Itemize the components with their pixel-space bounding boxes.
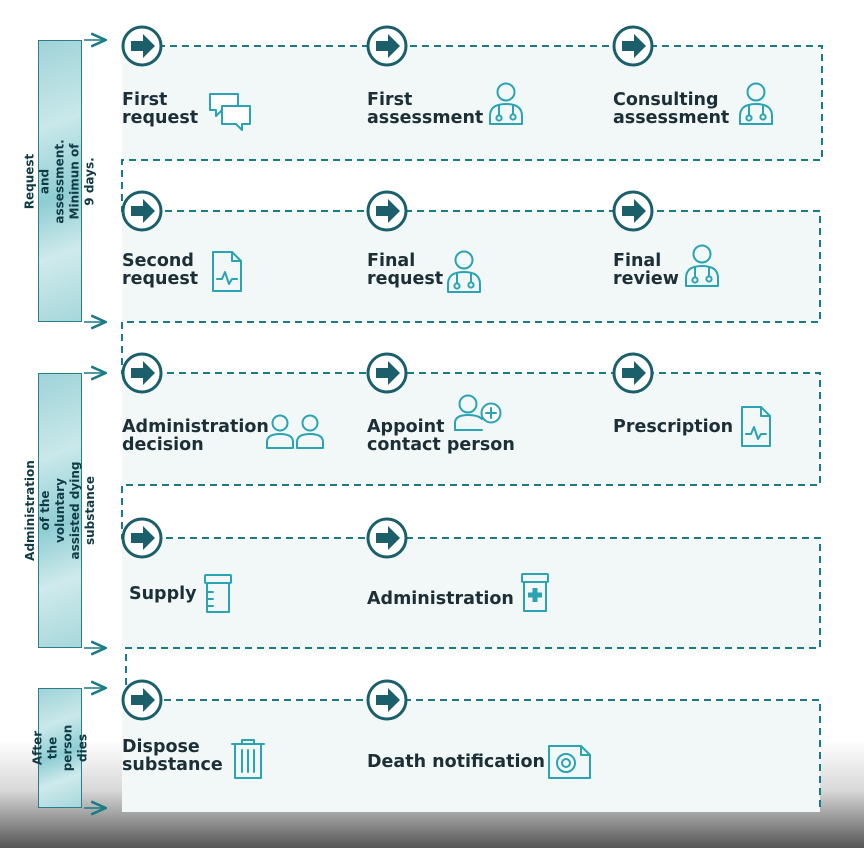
arrow-circle-icon <box>366 679 408 721</box>
arrow-circle-icon <box>366 190 408 232</box>
step-label: Death notification <box>367 752 545 772</box>
step-label: Administration <box>122 417 269 437</box>
step-label: assessment <box>613 108 730 128</box>
certificate-icon <box>548 745 591 779</box>
step-label: contact person <box>367 435 515 455</box>
arrow-circle-icon <box>366 25 408 67</box>
step-label: Final <box>367 251 416 271</box>
step-label: request <box>122 269 199 289</box>
step-label: Prescription <box>613 417 734 437</box>
step-prescription: Prescription <box>613 418 733 436</box>
step-label: review <box>613 269 679 289</box>
dashed-flow-line <box>121 45 823 812</box>
medicine-bottle-icon <box>521 573 549 612</box>
add-person-icon <box>454 394 502 431</box>
arrow-circle-icon <box>612 190 654 232</box>
doctor-icon <box>685 244 719 287</box>
phase-arrows <box>84 40 104 808</box>
doctor-icon <box>447 250 481 293</box>
step-label: Second <box>122 251 194 271</box>
step-first-request: First request <box>122 91 198 127</box>
step-first-assessment: First assessment <box>367 91 483 127</box>
step-administration-decision: Administration decision <box>122 418 269 454</box>
bottle-icon <box>204 574 232 613</box>
row-4-bg <box>122 538 820 648</box>
row-5-bg <box>122 700 820 812</box>
arrow-circle-icon <box>121 352 163 394</box>
step-final-request: Final request <box>367 252 443 288</box>
step-final-review: Final review <box>613 252 679 288</box>
step-label: assessment <box>367 108 484 128</box>
document-icon <box>212 251 242 292</box>
step-arrows <box>121 25 654 721</box>
step-label: Supply <box>129 584 197 604</box>
people-icon <box>266 414 324 449</box>
step-label: First <box>122 90 168 110</box>
phase-label: After the person dies <box>30 724 90 772</box>
trash-icon <box>231 739 265 779</box>
chat-icon <box>209 93 251 131</box>
arrow-circle-icon <box>366 517 408 559</box>
phase-banner-administration: Administration of the voluntary assisted… <box>23 373 97 648</box>
step-supply: Supply <box>129 585 197 603</box>
arrow-circle-icon <box>121 517 163 559</box>
arrow-circle-icon <box>612 25 654 67</box>
row-2-bg <box>122 211 820 322</box>
step-consulting-assessment: Consulting assessment <box>613 91 729 127</box>
arrow-circle-icon <box>121 679 163 721</box>
step-second-request: Second request <box>122 252 198 288</box>
doctor-icon <box>739 82 773 125</box>
step-label: Dispose <box>122 737 200 757</box>
step-label: First <box>367 90 413 110</box>
step-label: decision <box>122 435 204 455</box>
step-label: request <box>367 269 444 289</box>
step-death-notification: Death notification <box>367 753 545 771</box>
step-label: Consulting <box>613 90 719 110</box>
phase-banner-after-death: After the person dies <box>30 688 89 808</box>
phase-label: Request and assessment. Minimun of 9 day… <box>22 138 97 224</box>
step-label: substance <box>122 755 223 775</box>
step-administration: Administration <box>367 590 514 608</box>
step-label: Final <box>613 251 662 271</box>
step-label: request <box>122 108 199 128</box>
phase-banner-request-assessment: Request and assessment. Minimun of 9 day… <box>23 40 97 322</box>
arrow-circle-icon <box>121 190 163 232</box>
document-icon <box>741 406 771 447</box>
step-dispose-substance: Dispose substance <box>122 738 223 774</box>
step-label: Appoint <box>367 417 445 437</box>
step-appoint-contact-person: Appoint contact person <box>367 418 515 454</box>
step-icons <box>204 82 773 779</box>
doctor-icon <box>489 82 523 125</box>
arrow-circle-icon <box>366 352 408 394</box>
step-label: Administration <box>367 589 514 609</box>
phase-label: Administration of the voluntary assisted… <box>22 460 97 561</box>
arrow-circle-icon <box>612 352 654 394</box>
arrow-circle-icon <box>121 25 163 67</box>
